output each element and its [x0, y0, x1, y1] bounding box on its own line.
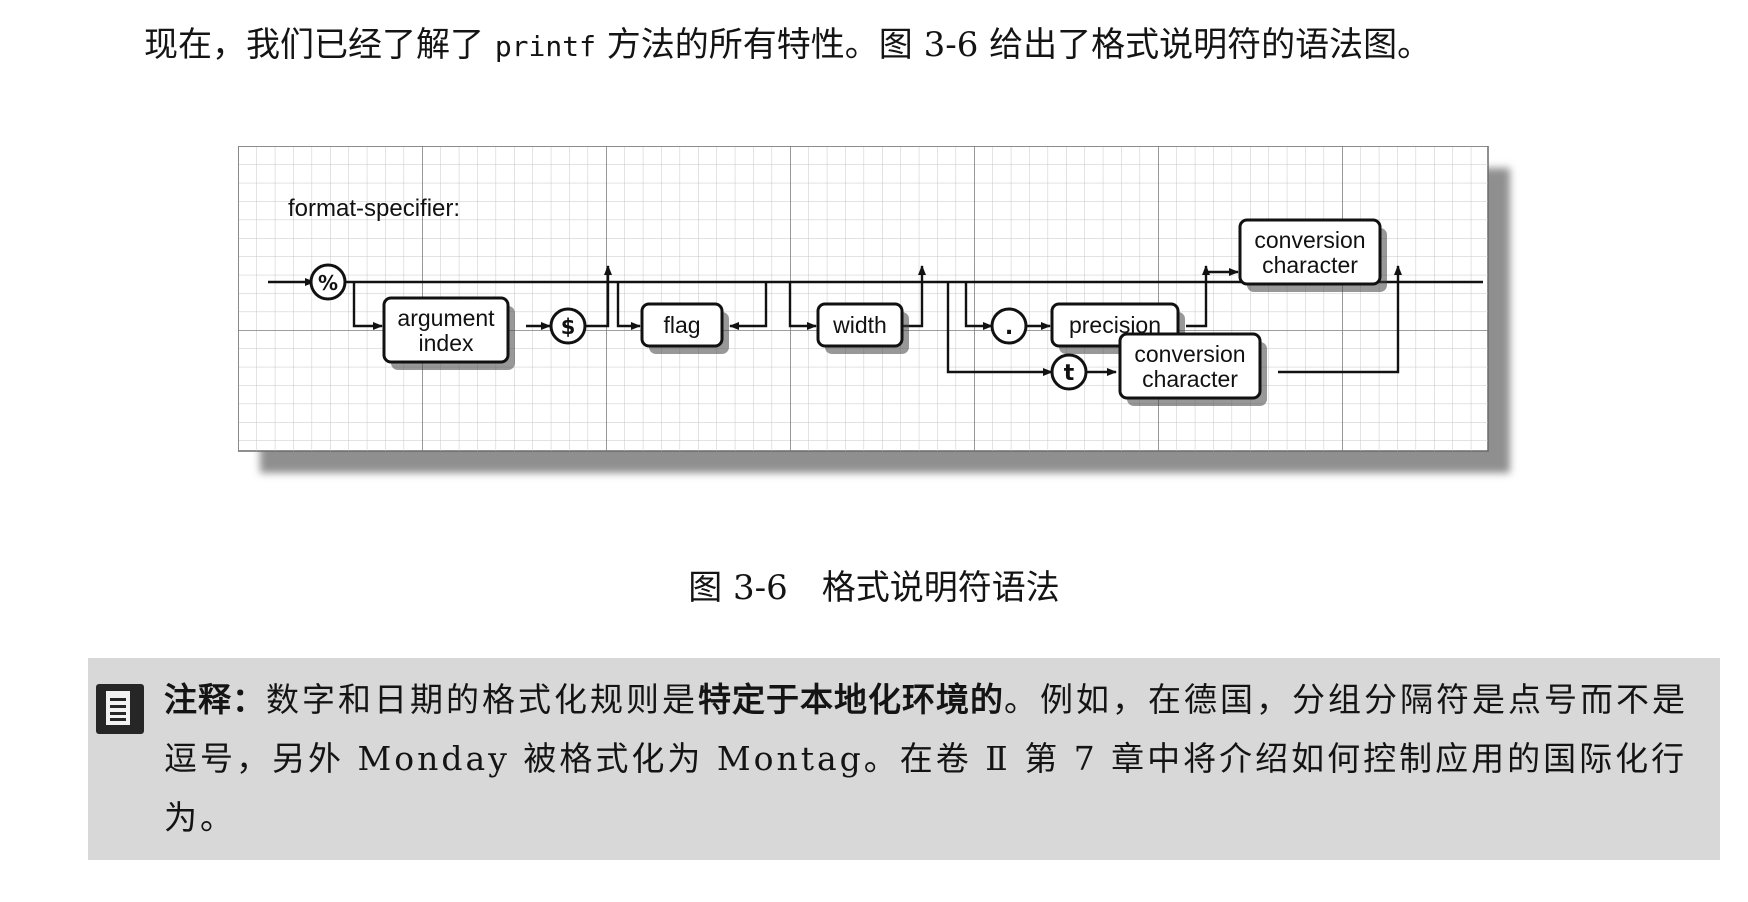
- t-terminal: [1050, 353, 1088, 391]
- figure-title: 格式说明符语法: [821, 568, 1060, 608]
- dot-terminal: [990, 307, 1028, 345]
- dot-label: .: [1005, 315, 1013, 340]
- format-specifier-diagram: format-specifier:: [238, 146, 1528, 486]
- width-label: width: [832, 312, 887, 338]
- intro-code-printf: printf: [494, 30, 596, 63]
- percent-label: %: [318, 271, 338, 295]
- note-text-part2: 。例如，在德国，分组分隔符是点号而不是逗号，另外 Monday 被格式化为 Mo…: [164, 680, 1688, 837]
- syntax-diagram-svg: format-specifier:: [238, 146, 1510, 473]
- conversion-character-box-2: [1118, 332, 1262, 400]
- diagram-label: format-specifier:: [288, 195, 460, 222]
- intro-paragraph: 现在，我们已经了解了 printf 方法的所有特性。图 3-6 给出了格式说明符…: [144, 14, 1624, 76]
- conversion-character-box-1: [1238, 218, 1382, 286]
- conversion-2-label-line1: conversion: [1134, 341, 1245, 367]
- figure-number: 图 3-6: [688, 568, 788, 608]
- figure-caption: 图 3-6 格式说明符语法: [0, 560, 1748, 609]
- flag-box: [640, 302, 724, 348]
- note-text-part1: 数字和日期的格式化规则是: [266, 680, 698, 719]
- intro-text-before: 现在，我们已经了解了: [144, 25, 495, 65]
- conversion-1-label-line1: conversion: [1254, 227, 1365, 253]
- dollar-label: $: [561, 315, 576, 339]
- conversion-2-label-line2: character: [1142, 366, 1238, 392]
- argument-index-label-line1: argument: [397, 305, 495, 331]
- percent-terminal: [309, 263, 347, 301]
- note-label: 注释：: [164, 680, 266, 719]
- conversion-1-label-line2: character: [1262, 252, 1358, 278]
- t-label: t: [1064, 361, 1075, 386]
- intro-text-after: 方法的所有特性。图 3-6 给出了格式说明符的语法图。: [595, 25, 1432, 65]
- flag-label: flag: [663, 312, 700, 338]
- width-box: [816, 302, 904, 348]
- note-box: 注释：数字和日期的格式化规则是特定于本地化环境的。例如，在德国，分组分隔符是点号…: [88, 658, 1720, 860]
- argument-index-label-line2: index: [419, 330, 474, 356]
- note-emphasis: 特定于本地化环境的: [698, 680, 1004, 719]
- dollar-terminal: [549, 307, 587, 345]
- argument-index-box: [382, 296, 510, 364]
- note-text: 注释：数字和日期的格式化规则是特定于本地化环境的。例如，在德国，分组分隔符是点号…: [164, 670, 1704, 847]
- note-document-icon: [96, 684, 144, 734]
